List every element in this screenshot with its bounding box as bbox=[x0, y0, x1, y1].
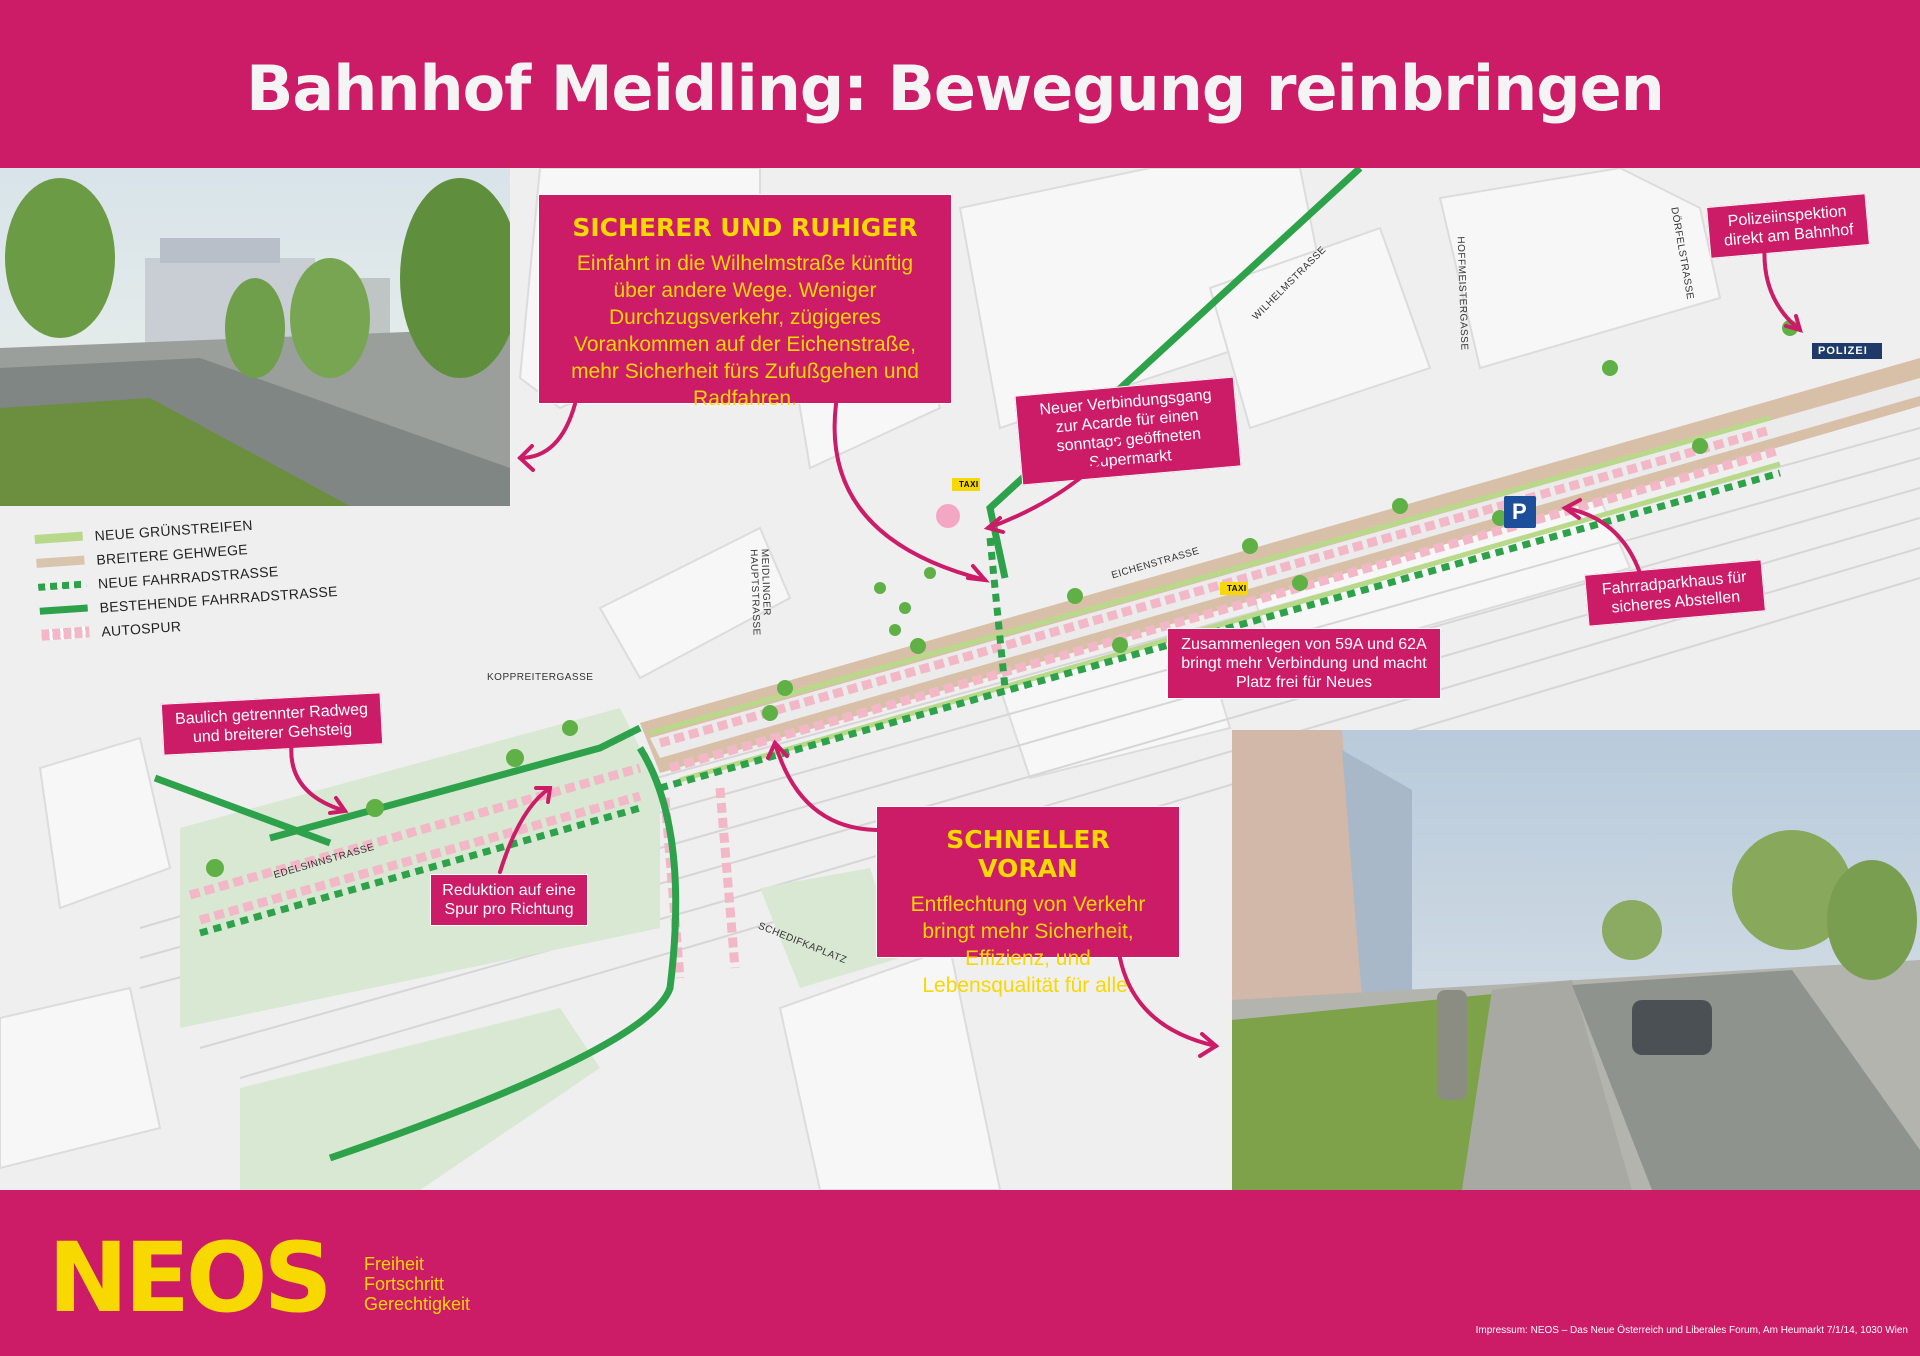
callout-title: SCHNELLER VORAN bbox=[946, 825, 1110, 883]
legend-swatch-new-bike bbox=[37, 580, 87, 591]
legend-swatch-car-lane bbox=[41, 626, 90, 641]
block bbox=[1208, 226, 1432, 430]
new-bike-lane bbox=[199, 804, 641, 937]
impressum: Impressum: NEOS – Das Neue Österreich un… bbox=[1475, 1325, 1908, 1336]
legend-swatch-sidewalk bbox=[36, 555, 85, 568]
tagline-line: Freiheit bbox=[364, 1254, 425, 1274]
taxi-icon bbox=[1220, 582, 1248, 595]
map: TAXI TAXI P POLIZEI WILHELMSTRASSE HOFFM… bbox=[0, 168, 1920, 1190]
car-lane bbox=[198, 791, 642, 925]
block bbox=[958, 168, 1332, 430]
tagline: Freiheit Fortschritt Gerechtigkeit bbox=[364, 1254, 470, 1314]
polizei-icon bbox=[1812, 343, 1882, 359]
photo-top-left bbox=[0, 168, 510, 506]
callout-sicherer: SICHERER UND RUHIGER Einfahrt in die Wil… bbox=[538, 194, 952, 410]
legend-swatch-green-strip bbox=[34, 531, 83, 544]
street-meidlinger: MEIDLINGER HAUPTSTRASSE bbox=[747, 548, 772, 636]
callout-title: SICHERER UND RUHIGER bbox=[572, 213, 918, 242]
green-area bbox=[240, 1008, 600, 1190]
street-koppreiter: KOPPREITERGASSE bbox=[487, 672, 594, 683]
block bbox=[778, 946, 1002, 1190]
car-lane bbox=[668, 445, 1782, 773]
callout-body: Entflechtung von Verkehr bringt mehr Sic… bbox=[910, 893, 1146, 997]
footer: NEOS Freiheit Fortschritt Gerechtigkeit … bbox=[0, 1190, 1920, 1356]
block bbox=[598, 526, 792, 680]
callout-body: Einfahrt in die Wilhelmstraße künftig üb… bbox=[571, 252, 919, 410]
map-base bbox=[0, 168, 1920, 1190]
green-area bbox=[760, 868, 900, 988]
existing-bike-road bbox=[328, 746, 680, 1162]
car-lane bbox=[658, 425, 1772, 748]
parking-bike-icon bbox=[1504, 496, 1536, 528]
legend-label: AUTOSPUR bbox=[100, 617, 182, 640]
parking-sign: P bbox=[1512, 499, 1528, 524]
taxi-sign: TAXI bbox=[959, 480, 979, 489]
callout-reduktion: Reduktion auf eine Spur pro Richtung bbox=[430, 874, 588, 926]
tagline-line: Gerechtigkeit bbox=[364, 1294, 471, 1314]
callout-zusammenlegen: Zusammenlegen von 59A und 62A bringt meh… bbox=[1167, 628, 1441, 699]
polizei-sign: POLIZEI bbox=[1818, 345, 1868, 357]
car-lane bbox=[188, 763, 642, 900]
callout-schneller: SCHNELLER VORAN Entflechtung von Verkehr… bbox=[876, 806, 1180, 997]
legend: NEUE GRÜNSTREIFEN BREITERE GEHWEGE NEUE … bbox=[34, 507, 340, 648]
neos-logo: NEOS bbox=[48, 1222, 333, 1334]
callout-verbindungsgang: Neuer Verbindungsgang zur Acarde für ein… bbox=[1014, 376, 1242, 486]
car-lane bbox=[715, 787, 740, 969]
block bbox=[0, 986, 162, 1170]
photo-bottom-right bbox=[1232, 730, 1920, 1190]
page-title: Bahnhof Meidling: Bewegung reinbringen bbox=[246, 52, 1665, 125]
legend-swatch-existing-bike bbox=[39, 604, 88, 615]
pedestrian-icon bbox=[936, 504, 960, 528]
taxi-sign: TAXI bbox=[1227, 584, 1247, 593]
header: Bahnhof Meidling: Bewegung reinbringen bbox=[0, 0, 1920, 168]
block bbox=[38, 736, 172, 910]
tagline-line: Fortschritt bbox=[364, 1274, 445, 1294]
